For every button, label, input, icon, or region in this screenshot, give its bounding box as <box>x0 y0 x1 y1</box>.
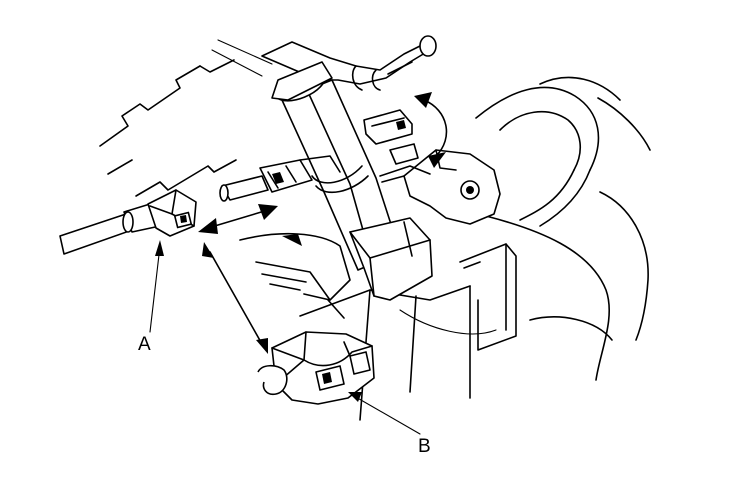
callout-label-b: B <box>418 436 431 457</box>
body-panel-outline <box>99 39 273 197</box>
bracket-clip <box>363 109 419 165</box>
hose-side-fitting <box>219 155 341 202</box>
center-hose-column <box>271 61 433 301</box>
callout-leaders <box>149 240 421 435</box>
disconnect-arrows <box>198 204 278 354</box>
rear-hose-loop <box>475 76 651 381</box>
rotation-arrow <box>414 92 448 168</box>
retainer-clip-b <box>257 331 375 405</box>
fuel-line-connector-a <box>59 189 197 255</box>
callout-label-a: A <box>138 334 151 355</box>
left-lower-panel <box>239 233 351 319</box>
